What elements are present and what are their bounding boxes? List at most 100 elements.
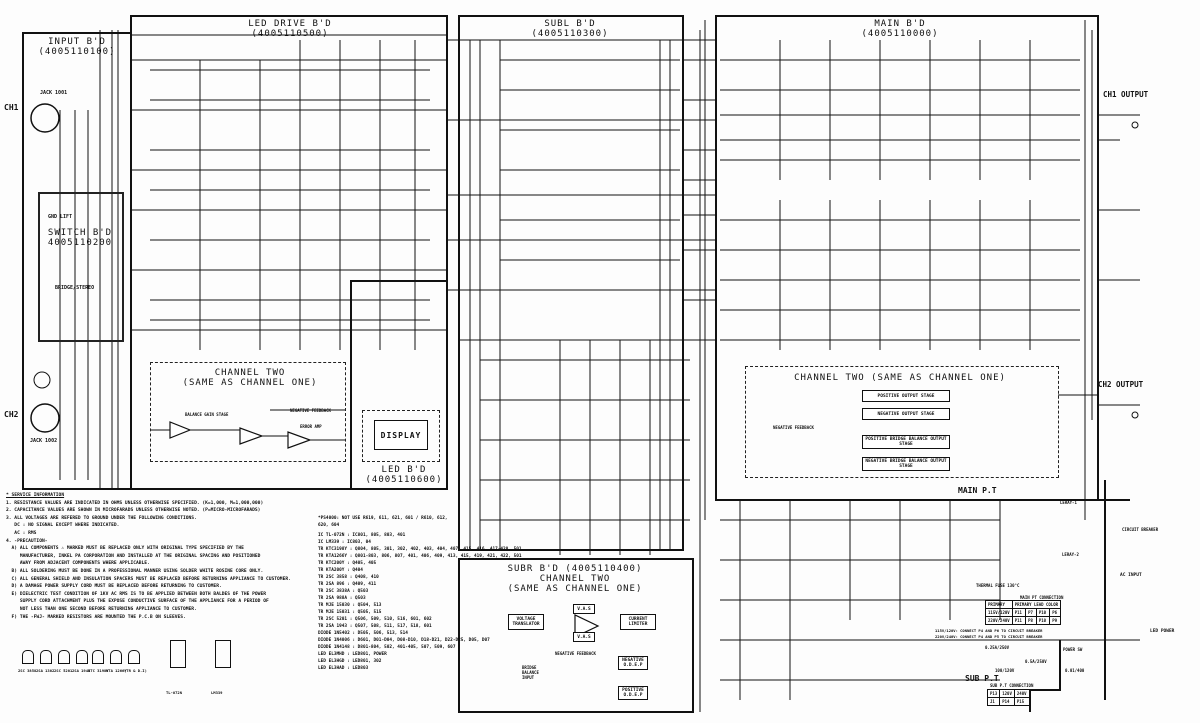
channel-two-led-title: CHANNEL TWO(SAME AS CHANNEL ONE)	[180, 368, 320, 388]
package-label: 2SA 1302	[36, 668, 55, 673]
service-info-item: SUPPLY CORD ATTACHMENT PLUS THE EXPOSE C…	[6, 599, 269, 605]
parts-legend-row: TR 2SC 3858 : Q408, 410	[318, 575, 379, 580]
led-board-name: LED B'D	[381, 465, 427, 475]
negative-feedback-label: NEGATIVE FEEDBACK	[290, 408, 331, 413]
main-pt-title: MAIN P.T	[958, 486, 997, 495]
sub-volt-label: 100/120V	[995, 668, 1015, 673]
parts-note: *PS4000: NOT USE R619, 611, 621, 601 / R…	[318, 516, 448, 528]
service-info-item: E) DIELECTRIC TEST CONDITION OF 1KV AC R…	[6, 591, 266, 597]
led-power-label: LED POWER	[1150, 629, 1175, 634]
subr-channel-two: CHANNEL TWO	[539, 574, 611, 584]
parts-legend-row: TR 2SA 988A : Q503	[318, 596, 366, 601]
package-outline-icon	[76, 650, 88, 664]
subl-board	[458, 15, 684, 551]
switch-board	[38, 192, 124, 342]
package-outline-icon	[110, 650, 122, 664]
package-outline-icon	[40, 650, 52, 664]
pt-cell: P11	[1011, 608, 1027, 617]
jack-1-label: JACK 1001	[40, 90, 68, 96]
main-code: (4005110000)	[861, 29, 939, 39]
led-display-area	[362, 410, 440, 462]
channel-two-main-block	[745, 366, 1059, 478]
circuit-breaker-label: CIRCUIT BREAKER	[1122, 527, 1159, 532]
channel-two-led-name: CHANNEL TWO	[214, 368, 286, 378]
ch2-label: CH2	[4, 410, 19, 419]
parts-legend-row: LED EL3HGD : LED801, 302	[318, 659, 382, 664]
current-limiter-block: CURRENT LIMITER	[620, 614, 656, 630]
jack-2-label: JACK 1002	[30, 438, 58, 444]
positive-output-stage: POSITIVE OUTPUT STAGE	[862, 390, 950, 402]
power-cap-label: 0.01/400	[1065, 668, 1085, 673]
service-info-item: A) ALL COMPONENTS ⚠ MARKED MUST BE REPLA…	[6, 546, 244, 552]
negative-odep-block: NEGATIVE O.D.E.P	[618, 656, 648, 670]
parts-legend-row: IC LM339 : IC803, 04	[318, 540, 371, 545]
parts-legend-row: TR 2SA 1943 : Q507, 508, 511, 517, 518, …	[318, 624, 432, 629]
input-board-code: (4005110100)	[38, 47, 116, 57]
package-outline-icon	[215, 640, 231, 668]
error-amp-label: ERROR AMP	[300, 424, 322, 429]
led-drive-code: (4005110500)	[251, 29, 329, 39]
service-info-list: 1. RESISTANCE VALUES ARE INDICATED IN OH…	[6, 500, 318, 622]
package-outline-icon	[170, 640, 186, 668]
ch2-output-label: CH2 OUTPUT	[1098, 380, 1144, 389]
thermal-fuse-label: THERMAL FUSE 130°C	[976, 583, 1020, 588]
main-board	[715, 15, 1099, 501]
channel-two-main-title: CHANNEL TWO (SAME AS CHANNEL ONE)	[794, 373, 1006, 383]
led-board	[350, 280, 448, 490]
subl-title: SUBL B'D(4005110300)	[520, 19, 620, 39]
subl-code: (4005110300)	[531, 29, 609, 39]
input-board-title: INPUT B'D(4005110100)	[32, 37, 122, 57]
parts-legend-row: DIODE 1N5402 : D505, 506, 513, 514	[318, 631, 408, 636]
led-drive-board	[130, 15, 448, 490]
pt-cell: P7	[1025, 608, 1037, 617]
parts-list: IC TL-072N : IC801, 805, 803, 401 IC LM33…	[318, 532, 522, 672]
ac-input-label: AC INPUT	[1120, 573, 1142, 578]
pt-cell: P8	[1025, 616, 1037, 625]
positive-bridge-balance-stage: POSITIVE BRIDGE BALANCE OUTPUT STAGE	[862, 435, 950, 449]
pt-header-primary: PRIMARY	[985, 600, 1013, 609]
service-info-item: AC : RMS	[6, 530, 37, 536]
balance-gain-stage-label: BALANCE GAIN STAGE	[185, 412, 229, 417]
service-info-item: 4. -PRECAUTION-	[6, 538, 48, 544]
subl-name: SUBL B'D	[544, 19, 596, 29]
sub-pt-cell: P15	[1013, 697, 1030, 706]
switch-board-code: 4005110200	[47, 238, 113, 248]
pt-cell: P11	[1011, 616, 1027, 625]
parts-legend-row: IC TL-072N : IC801, 805, 803, 401	[318, 533, 406, 538]
sub-pt-cell: 120V	[999, 689, 1015, 698]
sub-pt-cell: P14	[999, 697, 1015, 706]
pt-cell: P9	[1049, 616, 1062, 625]
service-info-item: NOT LESS THAN ONE SECOND BEFORE RETURNIN…	[6, 606, 197, 612]
package-label: KTA 1266Y	[106, 668, 127, 673]
subr-board	[458, 558, 694, 713]
pt-cell: 115V/120V	[985, 608, 1013, 617]
parts-legend-row: TR 2SC 5201 : Q506, 509, 510, 516, 601, …	[318, 617, 432, 622]
parts-legend-row: TR MJE 15031 : Q505, 515	[318, 610, 382, 615]
ch1-output-label: CH1 OUTPUT	[1103, 90, 1149, 99]
parts-legend-row: LED EL3HAD : LED803	[318, 666, 369, 671]
positive-odep-block: POSITIVE O.D.E.P	[618, 686, 648, 700]
sub-pt-cell: J1	[986, 697, 1001, 706]
parts-legend-row: DIODE 1N4148 : D801-804, 502, 401-405, 5…	[318, 645, 456, 650]
channel-two-led-block	[150, 362, 346, 462]
led-drive-name: LED DRIVE B'D	[248, 19, 332, 29]
parts-legend-row: DIODE 1N4006 : D601, D01-D04, D08-D10, D…	[318, 638, 490, 643]
package-label: 2SC 5201	[54, 668, 73, 673]
pt-header-lead-color: PRIMARY LEAD COLOR	[1011, 600, 1062, 609]
service-info-item: C) ALL GENERAL SHIELD AND INSULATION SPA…	[6, 576, 291, 582]
gnd-lift-switch: GND LIFT	[48, 214, 73, 220]
sub-pt-connection-title: SUB P.T CONNECTION	[990, 683, 1034, 688]
package-outline-icon	[92, 650, 104, 664]
sub-pt-cell: P13	[986, 689, 1001, 698]
relay-1-label: LERAY-1	[1060, 500, 1077, 505]
service-info-title: * SERVICE INFORMATION	[6, 493, 65, 498]
service-info-item: AWAY FROM ADJACENT COMPONENTS WHERE APPL…	[6, 561, 150, 567]
bridge-balance-input-label: BRIDGE BALANCE INPUT	[522, 665, 539, 680]
fuse-2-label: 0.5A/250V	[1025, 659, 1047, 664]
bridge-stereo-switch: BRIDGE/STEREO	[55, 285, 95, 291]
pt-connect-note-2: 220V/240V: CONNECT P4 AND P5 TO CIRCUIT …	[935, 634, 1043, 639]
